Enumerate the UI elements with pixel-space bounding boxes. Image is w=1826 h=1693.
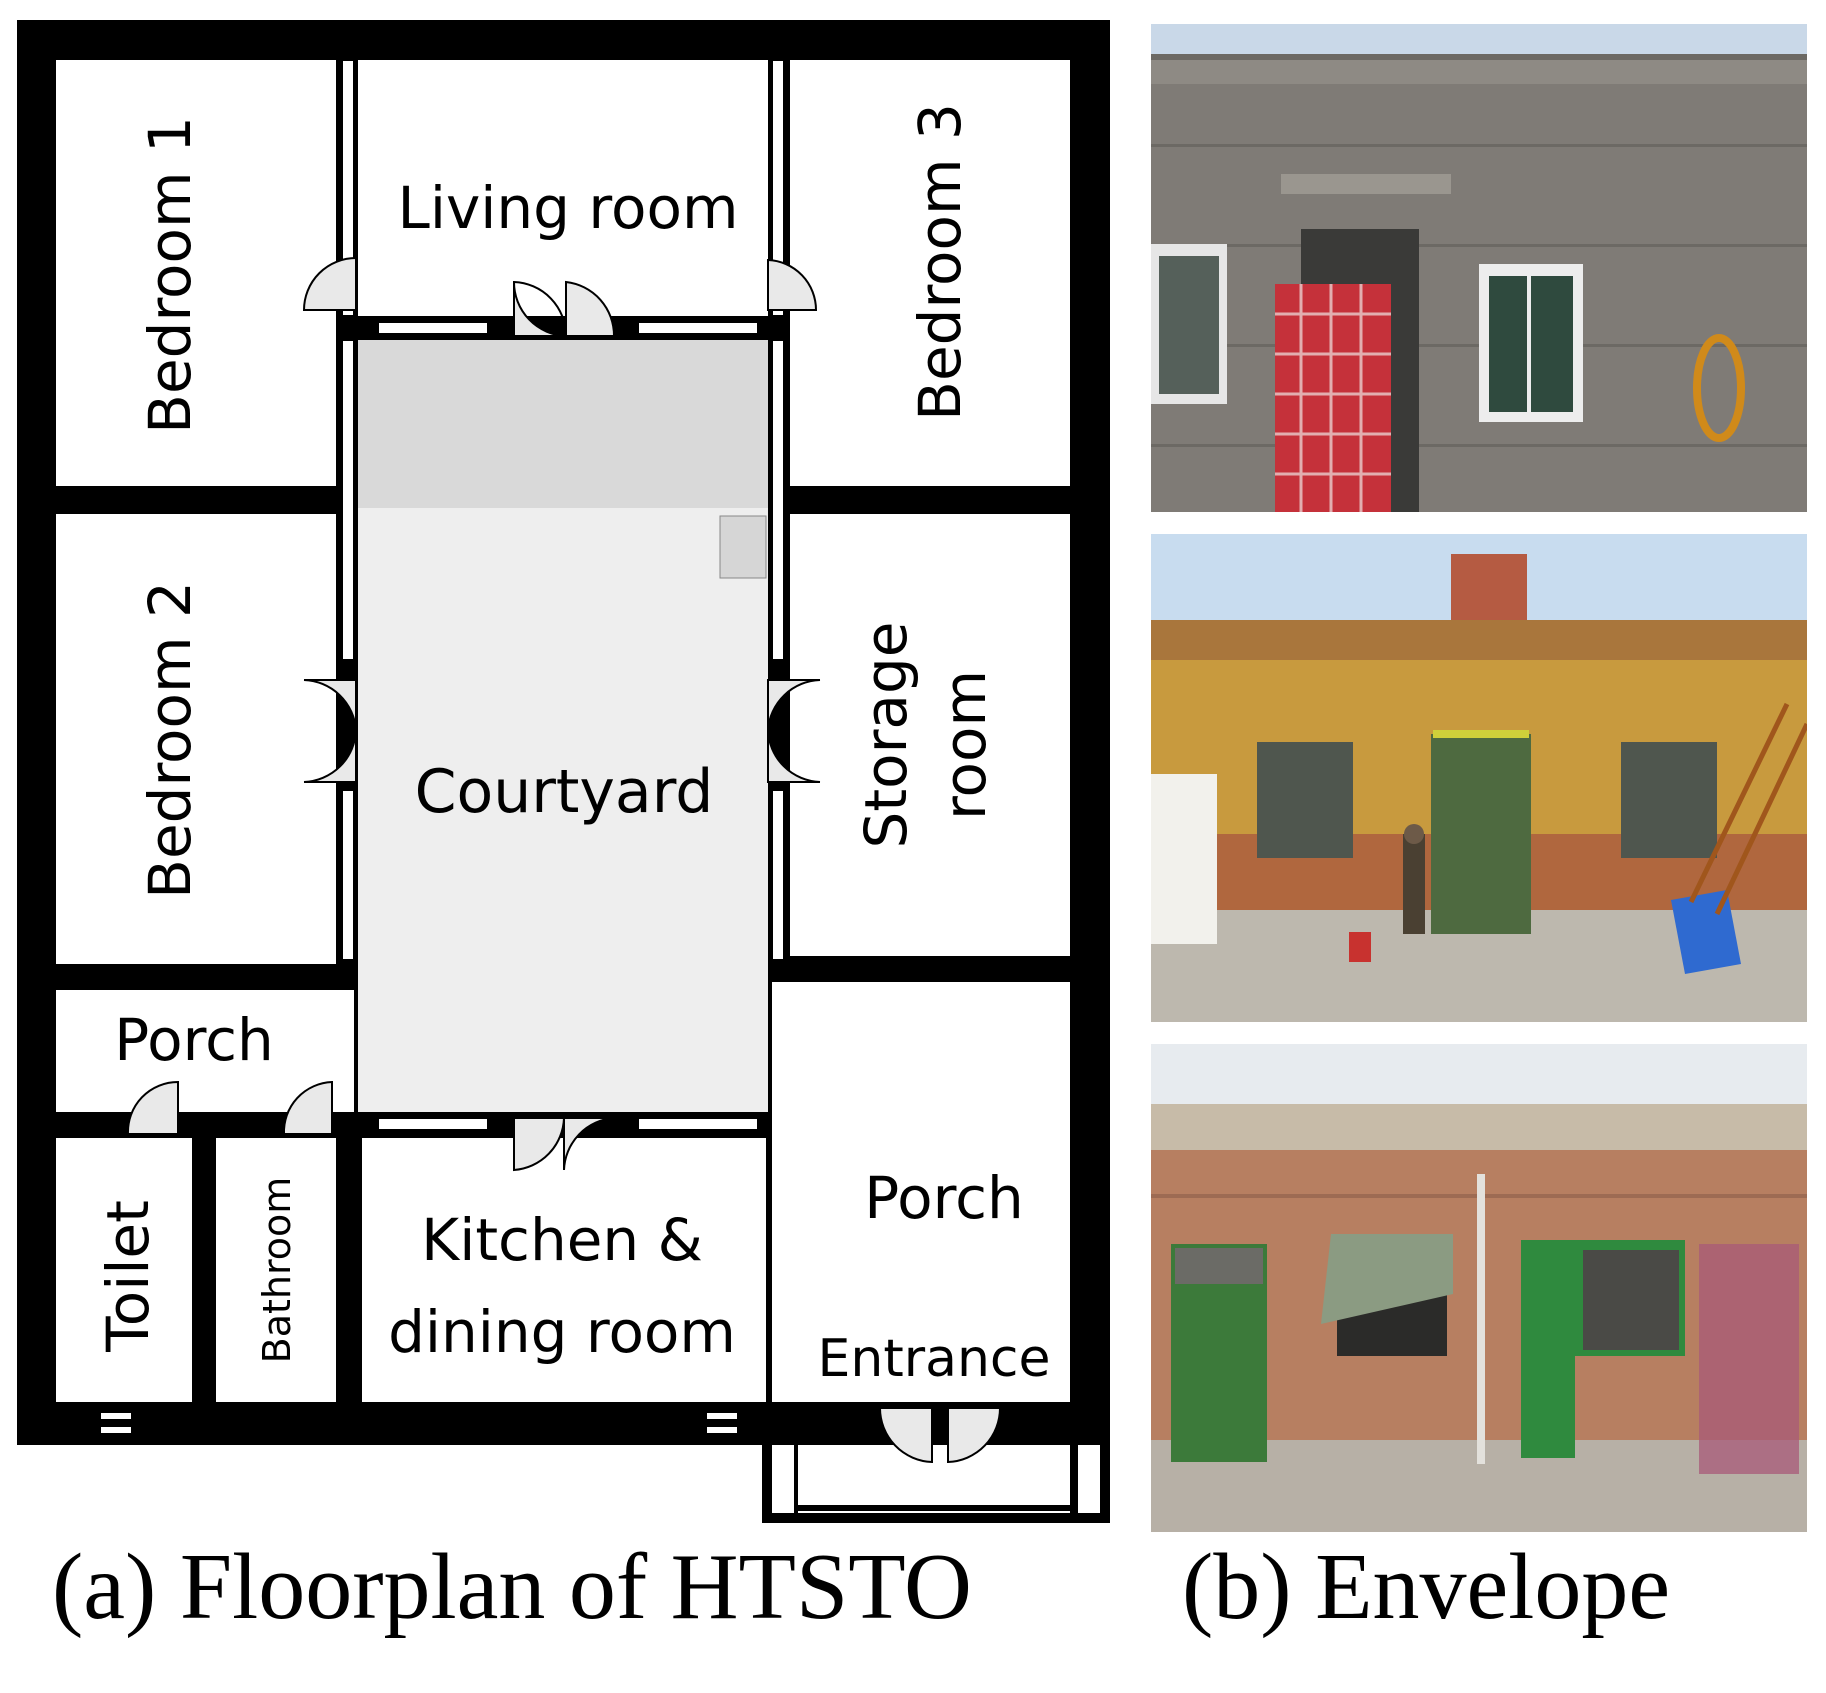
- door-swings: [126, 256, 1002, 1464]
- label-bathroom: Bathroom: [255, 1177, 299, 1364]
- envelope-photo-1: [1151, 24, 1807, 512]
- caption-envelope: (b) Envelope: [1182, 1535, 1671, 1639]
- label-porch-right: Porch: [864, 1164, 1024, 1232]
- label-bedroom3: Bedroom 3: [906, 103, 974, 421]
- floorplan: Bedroom 1 Living room Bedroom 3 Bedroom …: [17, 20, 1110, 1523]
- label-kitchen: Kitchen &: [421, 1206, 703, 1274]
- label-courtyard: Courtyard: [415, 757, 714, 827]
- corner-block: [719, 515, 767, 579]
- room-living: [358, 60, 768, 316]
- label-dining-room: dining room: [388, 1298, 736, 1366]
- room-toilet: [56, 1138, 192, 1402]
- envelope-photo-2: [1151, 534, 1807, 1022]
- caption-floorplan: (a) Floorplan of HTSTO: [52, 1535, 972, 1639]
- envelope-photo-3: [1151, 1044, 1807, 1532]
- label-toilet: Toilet: [94, 1200, 162, 1353]
- room-bedroom2: [56, 514, 336, 964]
- room-bedroom3: [790, 60, 1070, 486]
- room-kitchen: [362, 1138, 766, 1402]
- label-bedroom2: Bedroom 2: [136, 581, 204, 899]
- room-porch-right: [772, 982, 1070, 1402]
- label-bedroom1: Bedroom 1: [136, 116, 204, 434]
- label-porch-left: Porch: [114, 1006, 274, 1074]
- room-bedroom1: [56, 60, 336, 486]
- entrance-step: [762, 1445, 1110, 1523]
- label-storage: Storage: [852, 622, 920, 849]
- label-entrance: Entrance: [818, 1329, 1051, 1389]
- courtyard-windows: [99, 59, 785, 1435]
- room-storage: [790, 514, 1070, 956]
- room-bathroom: [216, 1138, 336, 1402]
- label-storage-room: room: [931, 670, 999, 820]
- label-living-room: Living room: [398, 174, 739, 242]
- covered-corridor: [358, 340, 768, 508]
